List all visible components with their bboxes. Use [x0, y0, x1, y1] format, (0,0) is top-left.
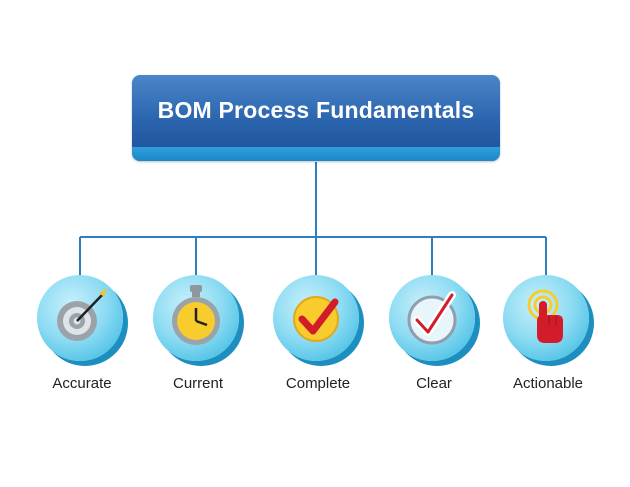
node-label: Actionable	[512, 375, 584, 392]
pointer-hand-icon	[527, 289, 563, 343]
node-circle	[273, 275, 359, 361]
stopwatch-icon	[172, 285, 220, 345]
node-label: Current	[172, 375, 224, 392]
target-icon	[57, 288, 107, 341]
node-circle	[153, 275, 239, 361]
checkmark-circle-icon	[407, 291, 457, 345]
diagram-title: BOM Process Fundamentals	[157, 97, 475, 123]
checkmark-coin-icon	[293, 296, 339, 342]
node-label: Accurate	[52, 375, 112, 392]
title-box: BOM Process Fundamentals	[132, 75, 500, 161]
node-circle	[37, 275, 123, 361]
node-circle	[389, 275, 475, 361]
node-circle	[503, 275, 589, 361]
title-box-band	[132, 147, 500, 161]
node-label: Clear	[416, 375, 452, 392]
node-label: Complete	[285, 375, 351, 392]
